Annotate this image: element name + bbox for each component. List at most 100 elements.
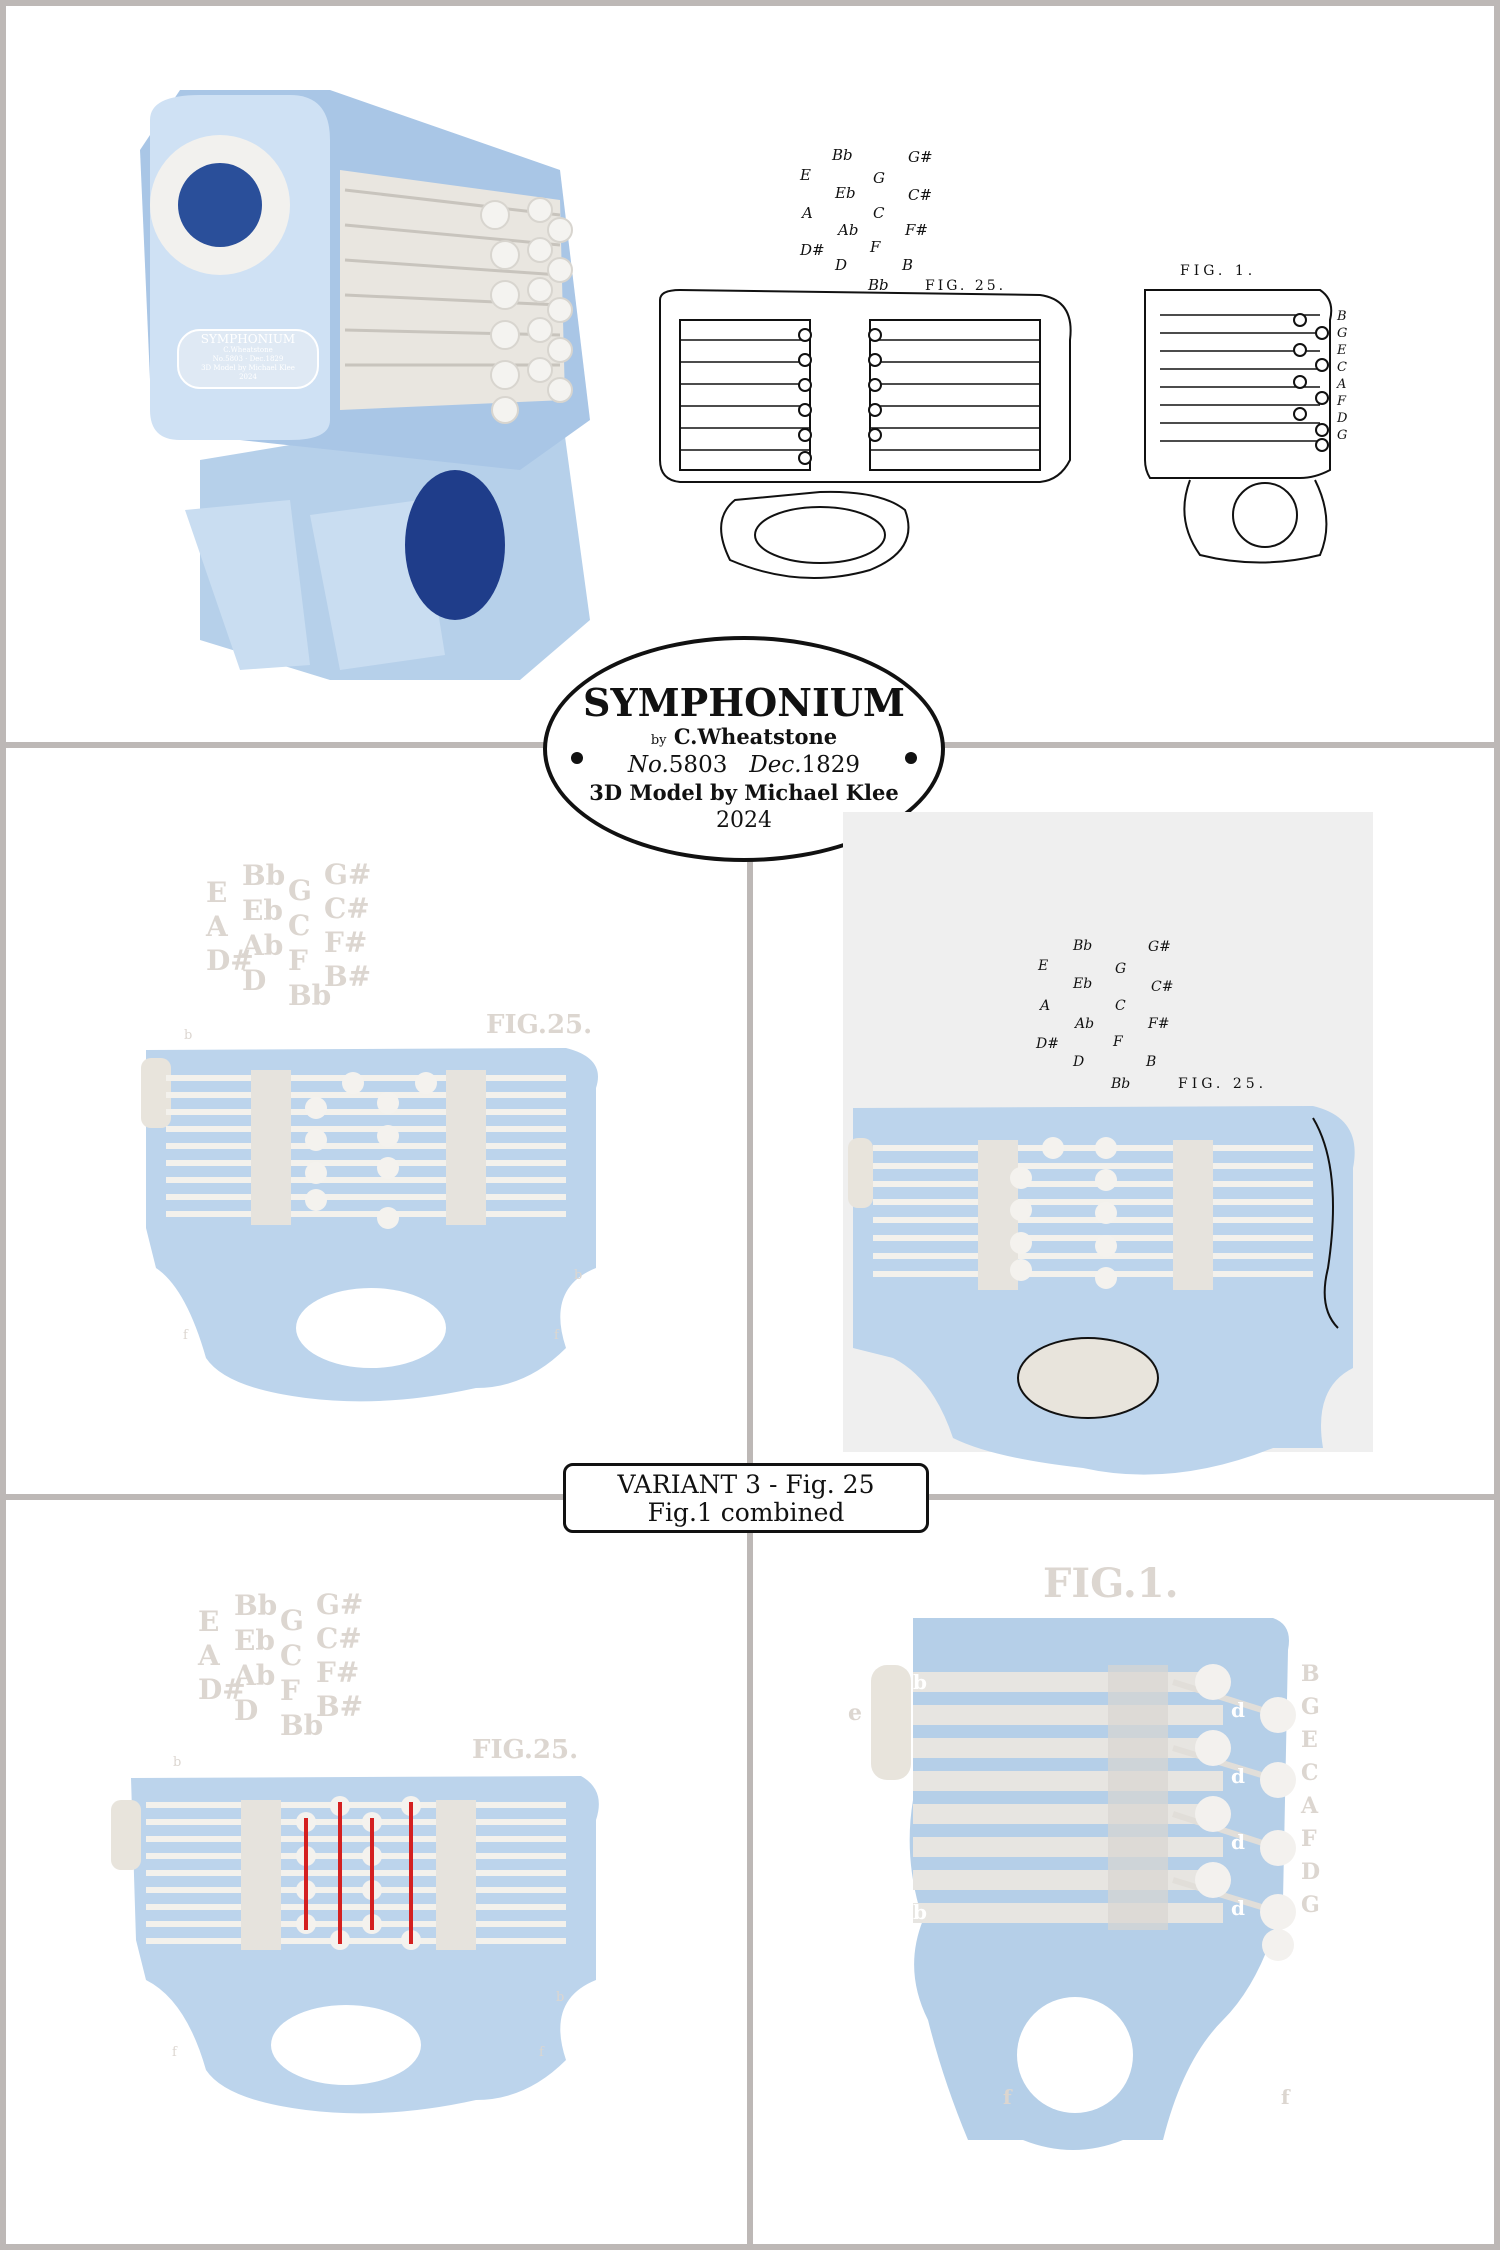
note: E (1336, 343, 1347, 358)
note: G# (316, 1588, 363, 1622)
panel-bottom-left: E A D# Bb Eb Ab D G C F Bb G# C# F# B# F… (6, 1500, 747, 2244)
note: G# (324, 858, 371, 892)
plaque-line: 3D Model by Michael Klee (178, 364, 318, 373)
small-f-label: f (554, 1328, 559, 1343)
patent-fig1-caption: FIG. 1. (1180, 263, 1256, 279)
notes-col4: G# C# F# B# (324, 858, 371, 994)
variant-line1: VARIANT 3 - Fig. 25 (566, 1471, 926, 1499)
note: C# (324, 892, 371, 926)
small-f-label: f (183, 1328, 188, 1343)
note: Bb (831, 146, 853, 164)
note: Ab (1073, 1016, 1094, 1032)
note: C (1115, 998, 1126, 1014)
fig25-caption: FIG.25. (486, 1010, 592, 1040)
fig1-caption: FIG.1. (1043, 1560, 1179, 1607)
note: Eb (242, 893, 285, 928)
note: F (1112, 1034, 1124, 1050)
note: Eb (1072, 976, 1092, 992)
render-key-stack (340, 170, 572, 423)
patent-fig25-notes: Bb G# E Eb G C# A Ab C F# D# F D B Bb FI… (799, 146, 1006, 294)
stand-hole (405, 470, 505, 620)
panel-bottom-right: FIG.1. e b b d d d d B G E C A F D G f f (753, 1500, 1494, 2244)
note: A (1336, 377, 1346, 392)
note: D# (1035, 1036, 1059, 1052)
note: Bb (234, 1588, 277, 1623)
note: C (1337, 360, 1347, 375)
note: C (873, 204, 885, 222)
note: B# (324, 960, 371, 994)
key-block-right (446, 1070, 486, 1225)
note: F (1336, 394, 1347, 409)
mouthpiece-hole (178, 163, 262, 247)
note: B (1145, 1054, 1156, 1070)
fig25-model-view-red (6, 1500, 747, 2244)
key-block-left (251, 1070, 291, 1225)
small-f-label: f (1281, 2085, 1290, 2109)
fig25-model-view (6, 748, 747, 1494)
mouthpiece (111, 1800, 141, 1870)
note: C# (316, 1622, 363, 1656)
key-guide-block (1108, 1665, 1168, 1930)
notes-col4: G# C# F# B# (316, 1588, 363, 1724)
mouthpiece (871, 1665, 911, 1780)
note: B (901, 256, 913, 274)
note: D (234, 1693, 277, 1728)
note: C# (1151, 979, 1173, 995)
note: Eb (834, 184, 856, 202)
plaque-line: No.5803 · Dec.1829 (178, 355, 318, 364)
panel-top: Bb G# E Eb G C# A Ab C F# D# F D B Bb FI… (0, 0, 1500, 742)
small-b-label: b (574, 1268, 582, 1283)
small-b-label: b (556, 1990, 564, 2005)
note: Ab (242, 928, 285, 963)
note: F# (904, 221, 928, 239)
note: E (1037, 958, 1048, 974)
note: B (1301, 1658, 1320, 1691)
notes-col2: Bb Eb Ab D (242, 858, 285, 998)
patent-fig25-drawing (660, 290, 1071, 578)
panel-mid-left: E A D# Bb Eb Ab D G C F Bb G# C# F# B# F… (6, 748, 747, 1494)
small-f-label: f (1003, 2085, 1012, 2109)
note: D (834, 256, 847, 274)
note: G (873, 169, 885, 187)
fig25-caption: FIG.25. (472, 1735, 578, 1765)
patent-fig25-caption: FIG. 25. (925, 278, 1006, 294)
right-note-column: B G E C A F D G (1301, 1658, 1320, 1922)
note: D (1336, 411, 1348, 426)
title-name: SYMPHONIUM (547, 680, 941, 725)
note: G# (908, 148, 933, 166)
e-label: e (848, 1700, 862, 1726)
render-plaque-text: SYMPHONIUM C.Wheatstone No.5803 · Dec.18… (178, 332, 318, 382)
note: F (1301, 1823, 1320, 1856)
note: C (1301, 1757, 1320, 1790)
note: G (1337, 326, 1347, 341)
small-b-label: b (173, 1755, 181, 1770)
small-f-label: f (539, 2045, 544, 2060)
fig1-model-view (753, 1500, 1494, 2244)
note: Eb (234, 1623, 277, 1658)
note: F# (1147, 1016, 1169, 1032)
note: Ab (234, 1658, 277, 1693)
note: B# (316, 1690, 363, 1724)
note: Bb (242, 858, 285, 893)
note: A (800, 204, 813, 222)
note: D (242, 963, 285, 998)
note: G# (1148, 939, 1171, 955)
d-label: d (1231, 1698, 1245, 1722)
stand-hole (271, 2005, 421, 2085)
note: G (1337, 428, 1347, 443)
note: E (1301, 1724, 1320, 1757)
note: D# (799, 241, 825, 259)
note: E (799, 166, 811, 184)
stand-hole (296, 1288, 446, 1368)
by-label: by (651, 733, 667, 748)
overlay-patent-notes: Bb G# E Eb G C# A Ab C F# D# F D B Bb FI… (753, 748, 1494, 1494)
note: G (1115, 961, 1126, 977)
note: D (1301, 1856, 1320, 1889)
notes-col2: Bb Eb Ab D (234, 1588, 277, 1728)
note: G (1301, 1691, 1320, 1724)
plaque-line: C.Wheatstone (178, 346, 318, 355)
note: F# (324, 926, 371, 960)
b-label-top: b (913, 1670, 927, 1694)
note: C# (908, 186, 932, 204)
note: G (1301, 1889, 1320, 1922)
